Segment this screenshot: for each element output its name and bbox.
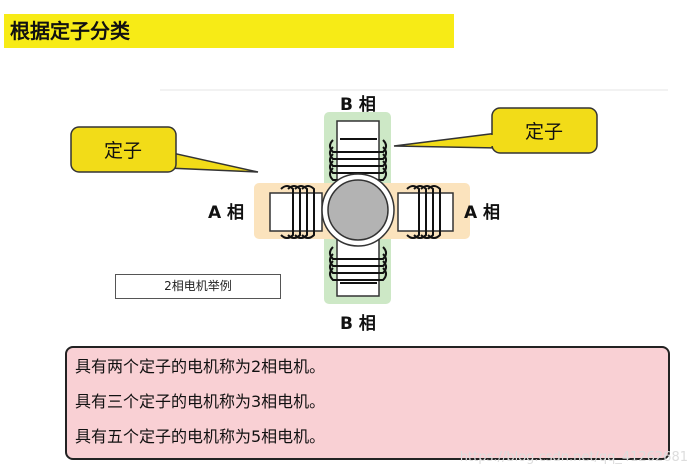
note-line: 具有五个定子的电机称为5相电机。 xyxy=(75,427,326,446)
label-phase-a-right: A 相 xyxy=(464,202,500,223)
page-title: 根据定子分类 xyxy=(4,14,454,48)
coil-right xyxy=(406,185,441,239)
callout-stator-right: 定子 xyxy=(393,107,598,154)
callout-right-text: 定子 xyxy=(525,121,563,143)
rotor xyxy=(327,179,389,241)
note-line: 具有三个定子的电机称为3相电机。 xyxy=(75,392,326,411)
coil-left xyxy=(280,185,315,239)
callout-left-text: 定子 xyxy=(104,140,142,162)
watermark: https://blog.csdn.net/qq_41262681 xyxy=(459,450,688,465)
label-phase-b-top: B 相 xyxy=(340,94,376,115)
example-caption: 2相电机举例 xyxy=(115,274,281,299)
coil-bottom xyxy=(329,246,387,284)
stepper-motor-diagram: B 相 B 相 A 相 A 相 定子 定子 xyxy=(70,89,668,334)
notes-box: 具有两个定子的电机称为2相电机。 具有三个定子的电机称为3相电机。 具有五个定子… xyxy=(65,346,670,460)
label-phase-b-bottom: B 相 xyxy=(340,313,376,334)
label-phase-a-left: A 相 xyxy=(208,202,244,223)
callout-stator-left: 定子 xyxy=(70,126,259,173)
note-line: 具有两个定子的电机称为2相电机。 xyxy=(75,357,326,376)
